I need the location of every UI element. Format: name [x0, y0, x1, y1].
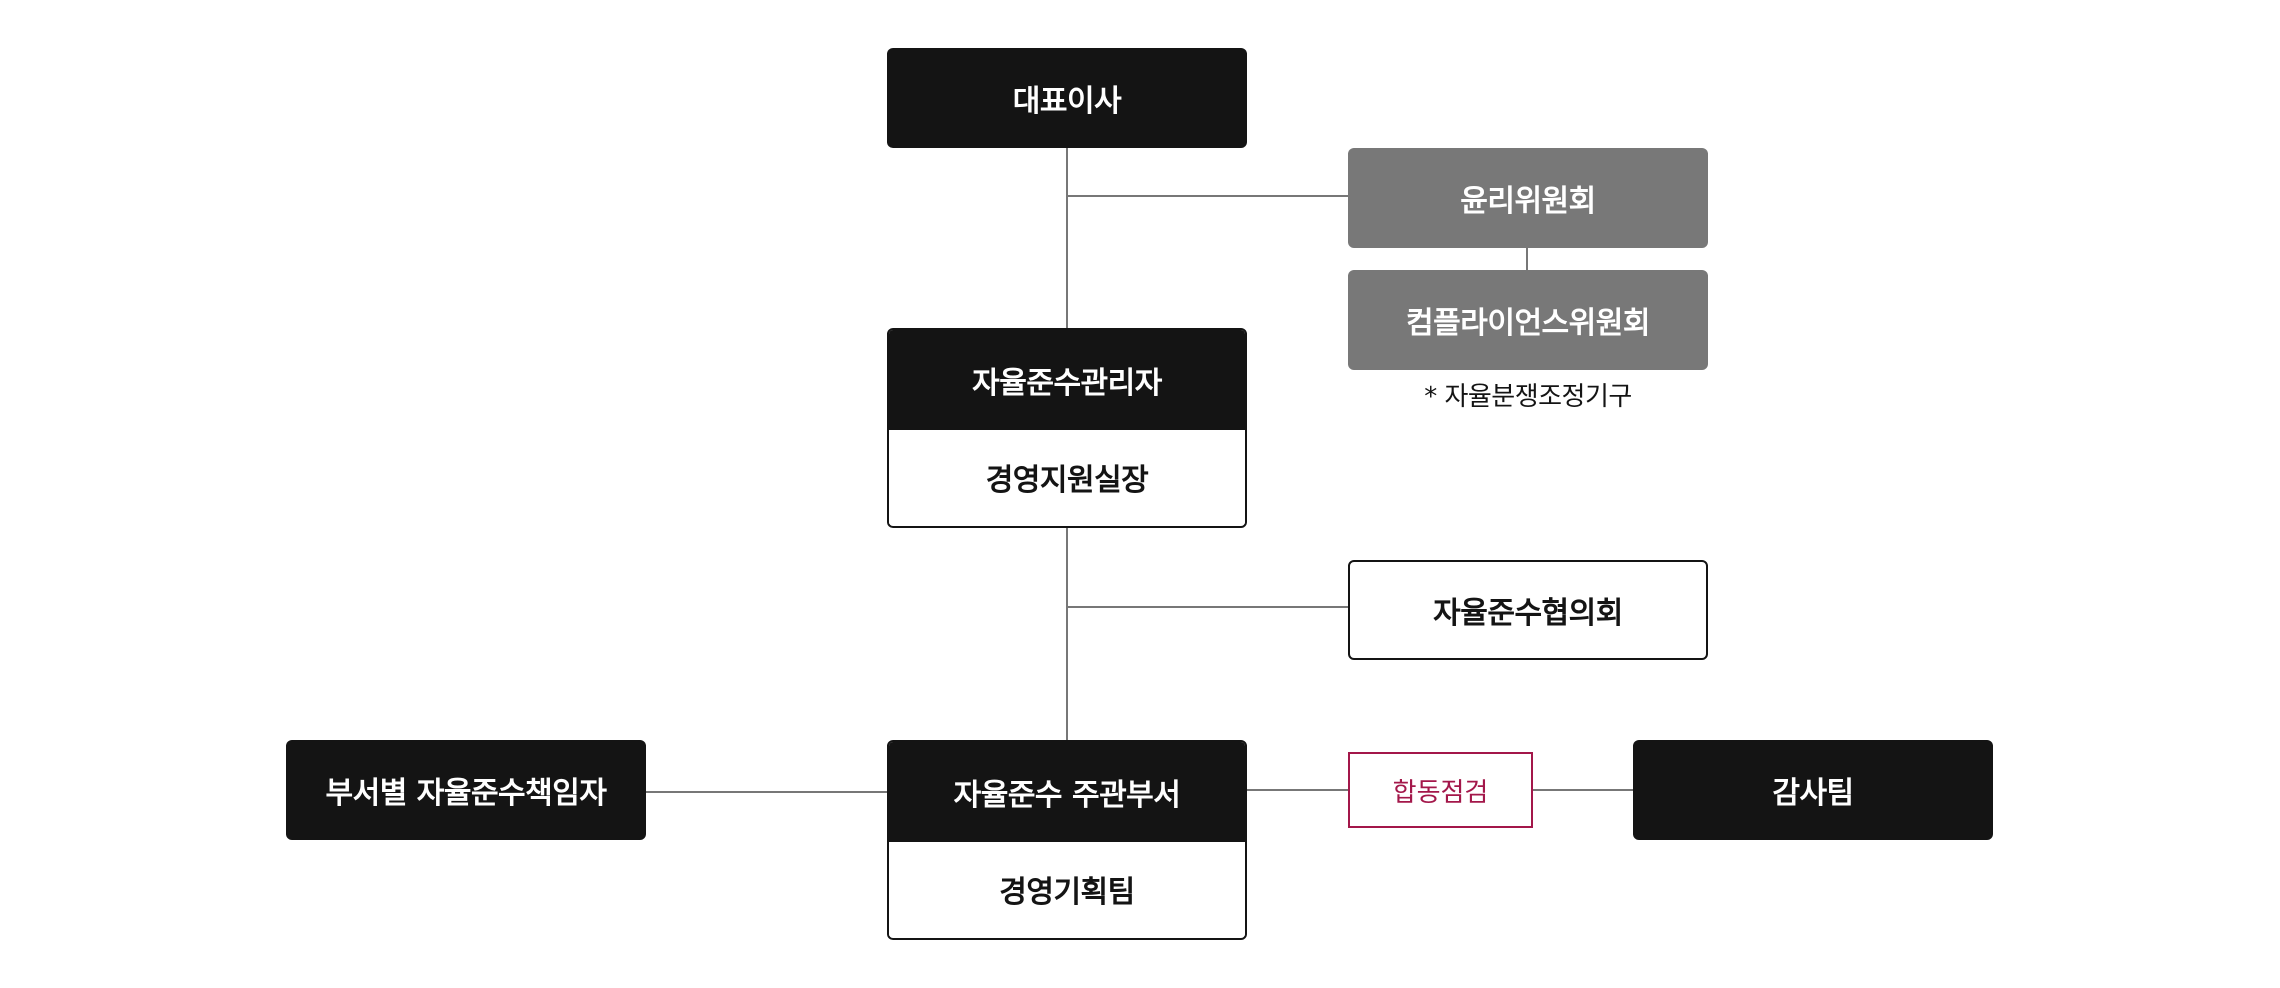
main-department-title: 자율준수 주관부서 — [889, 742, 1245, 842]
council-label: 자율준수협의회 — [1433, 596, 1623, 631]
connector-joint-to-audit — [1532, 789, 1634, 791]
connector-to-council — [1066, 606, 1349, 608]
connector-ethics-to-compliance — [1526, 246, 1528, 272]
department-leaders-box: 부서별 자율준수책임자 — [286, 740, 646, 840]
connector-department-to-joint — [1245, 789, 1349, 791]
ceo-label: 대표이사 — [1012, 84, 1122, 119]
ethics-committee-box: 윤리위원회 — [1348, 148, 1708, 248]
compliance-committee-box: 컴플라이언스위원회 — [1348, 270, 1708, 370]
connector-ceo-to-manager — [1066, 146, 1068, 330]
joint-inspection-box: 합동점검 — [1348, 752, 1533, 828]
compliance-manager-subtitle: 경영지원실장 — [889, 430, 1245, 524]
audit-team-label: 감사팀 — [1772, 776, 1854, 811]
main-department-box: 자율준수 주관부서 경영기획팀 — [887, 740, 1247, 940]
compliance-committee-label: 컴플라이언스위원회 — [1406, 306, 1650, 341]
compliance-manager-title: 자율준수관리자 — [889, 330, 1245, 430]
compliance-manager-box: 자율준수관리자 경영지원실장 — [887, 328, 1247, 528]
ethics-committee-label: 윤리위원회 — [1460, 184, 1596, 219]
connector-to-ethics — [1066, 195, 1349, 197]
joint-inspection-label: 합동점검 — [1392, 777, 1489, 808]
connector-manager-to-department — [1066, 528, 1068, 742]
compliance-committee-note: * 자율분쟁조정기구 — [1424, 382, 1632, 412]
connector-leaders-to-department — [644, 791, 888, 793]
audit-team-box: 감사팀 — [1633, 740, 1993, 840]
council-box: 자율준수협의회 — [1348, 560, 1708, 660]
department-leaders-label: 부서별 자율준수책임자 — [325, 776, 607, 811]
main-department-subtitle: 경영기획팀 — [889, 842, 1245, 936]
ceo-box: 대표이사 — [887, 48, 1247, 148]
